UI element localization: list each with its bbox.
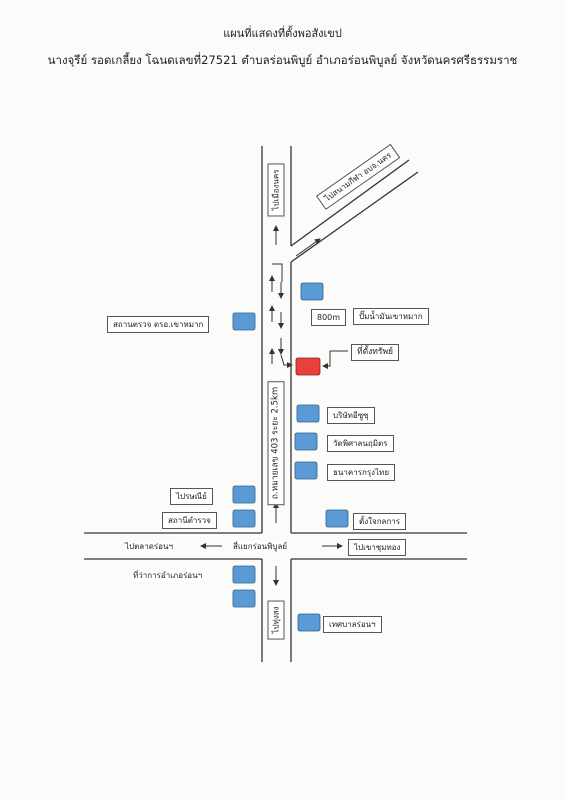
road-label-south: ไปทุ่งสง: [267, 600, 285, 640]
road-label-west: ไปตลาดร่อนฯ: [125, 541, 173, 552]
temple-marker: [294, 432, 318, 451]
route-to-property: [280, 354, 293, 368]
junction-label: สี่แยกร่อนพิบูลย์: [233, 541, 288, 552]
road-label-north: ไปเมืองนคร: [267, 163, 285, 217]
police-station-marker: [232, 509, 256, 528]
company-marker: [296, 404, 320, 423]
post-label: ไปรษณีย์: [170, 488, 213, 505]
map-subtitle: นางจุรีย์ รอดเกลี้ยง โฉนดเลขที่27521 ตำบ…: [47, 53, 518, 67]
map-title: แผนที่แสดงที่ตั้งพอสังเขป: [223, 27, 342, 40]
distance-label: 800m: [311, 309, 347, 326]
bank-label: ธนาคารกรุงไทย: [327, 464, 396, 481]
road-label-east: ไปเขาชุมทอง: [348, 539, 407, 556]
bank-marker: [294, 461, 318, 480]
land-office-label: ตั้งใจกลการ: [353, 513, 407, 530]
branch-road-edge-top: [290, 159, 410, 247]
municipality-marker: [297, 613, 321, 632]
property-label: ที่ตั้งทรัพย์: [351, 344, 400, 361]
branch-road-edge-bottom: [290, 171, 419, 263]
land-office-marker: [325, 509, 349, 528]
municipality-label: เทศบาลร่อนฯ: [323, 616, 382, 633]
post-marker: [232, 485, 256, 504]
police-station-label: สถานีตำรวจ: [162, 512, 217, 529]
arrow-to-property: [322, 350, 348, 369]
district-office-marker-2: [232, 589, 256, 608]
property-marker: [295, 357, 321, 376]
police-checkpoint-marker: [232, 312, 256, 331]
arrow-branch: [295, 238, 321, 257]
police-checkpoint-label: สถานตรวจ ตรอ.เขาหมาก: [107, 316, 210, 333]
district-office-label: ที่ว่าการอำเภอร่อนฯ: [133, 570, 203, 581]
road-label-main: ถ.หมายเลข 403 ระยะ 2.5km: [267, 380, 285, 506]
company-label: บริษัทอีซูซุ: [327, 407, 375, 424]
temple-label: วัดพิศาลนฤมิตร: [327, 435, 394, 452]
route-start: [272, 263, 283, 282]
gas-station-label: ปั๊มน้ำมันเขาหมาก: [353, 308, 429, 325]
gas-station-marker: [300, 282, 324, 301]
district-office-marker: [232, 565, 256, 584]
